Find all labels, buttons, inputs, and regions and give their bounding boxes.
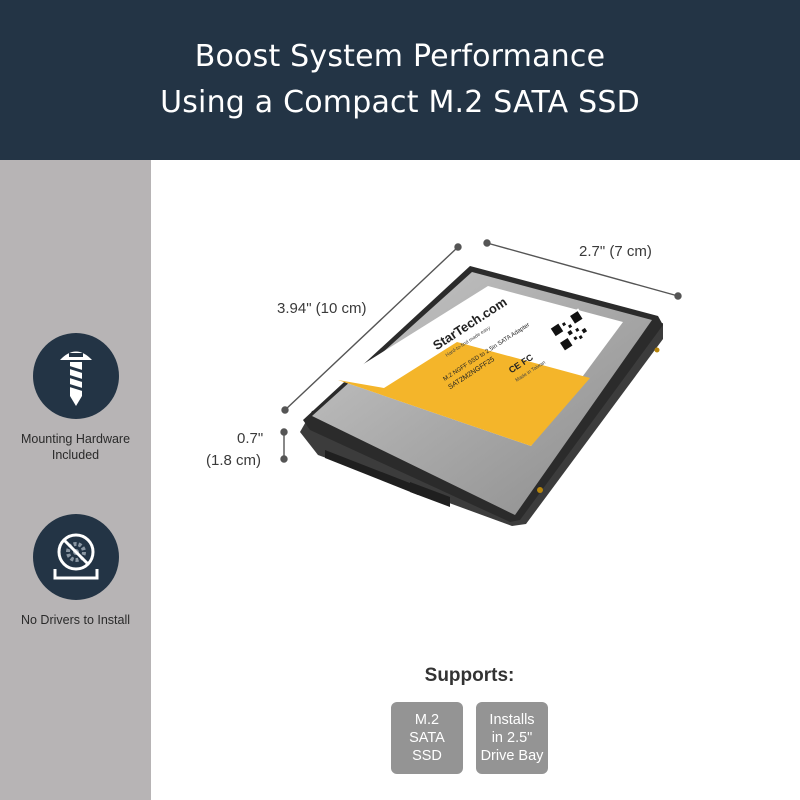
dimension-lines	[280, 239, 682, 463]
feature-label-line-2: Included	[51, 448, 100, 462]
height-dimension-label-2: (1.8 cm)	[206, 452, 262, 469]
chip-line-2: SATA	[409, 730, 445, 746]
banner-title-line-1: Boost System Performance	[194, 39, 606, 74]
supports-title: Supports:	[424, 665, 515, 686]
supports-chip-drive-bay: Installs in 2.5" Drive Bay	[476, 702, 548, 774]
screw-icon	[32, 333, 119, 419]
feature-mounting-hardware: Mounting Hardware Included	[0, 333, 151, 463]
width-dimension-label: 2.7" (7 cm)	[579, 243, 652, 260]
chip-line-1: M.2	[414, 712, 440, 728]
feature-no-drivers: No Drivers to Install	[0, 514, 151, 628]
qr-code	[548, 308, 595, 354]
feature-label-line-1: Mounting Hardware	[20, 432, 131, 446]
supports-chip-m2-sata-ssd: M.2 SATA SSD	[391, 702, 463, 774]
product-label: StarTech.com Hard-to-find made easy M.2 …	[338, 286, 623, 446]
length-dimension-label: 3.94" (10 cm)	[277, 300, 367, 317]
feature-sidebar: Mounting Hardware Included No Drivers to…	[0, 160, 151, 800]
chip-line-1: Installs	[489, 712, 535, 728]
chip-line-2: in 2.5"	[491, 730, 533, 746]
banner-title-line-2: Using a Compact M.2 SATA SSD	[160, 85, 640, 120]
chip-line-3: SSD	[412, 748, 442, 764]
feature-label-line-1: No Drivers to Install	[20, 613, 131, 627]
no-drivers-icon	[32, 514, 119, 600]
header-banner: Boost System Performance Using a Compact…	[0, 0, 800, 160]
height-dimension-label-1: 0.7"	[237, 430, 264, 447]
chip-line-3: Drive Bay	[480, 748, 544, 764]
